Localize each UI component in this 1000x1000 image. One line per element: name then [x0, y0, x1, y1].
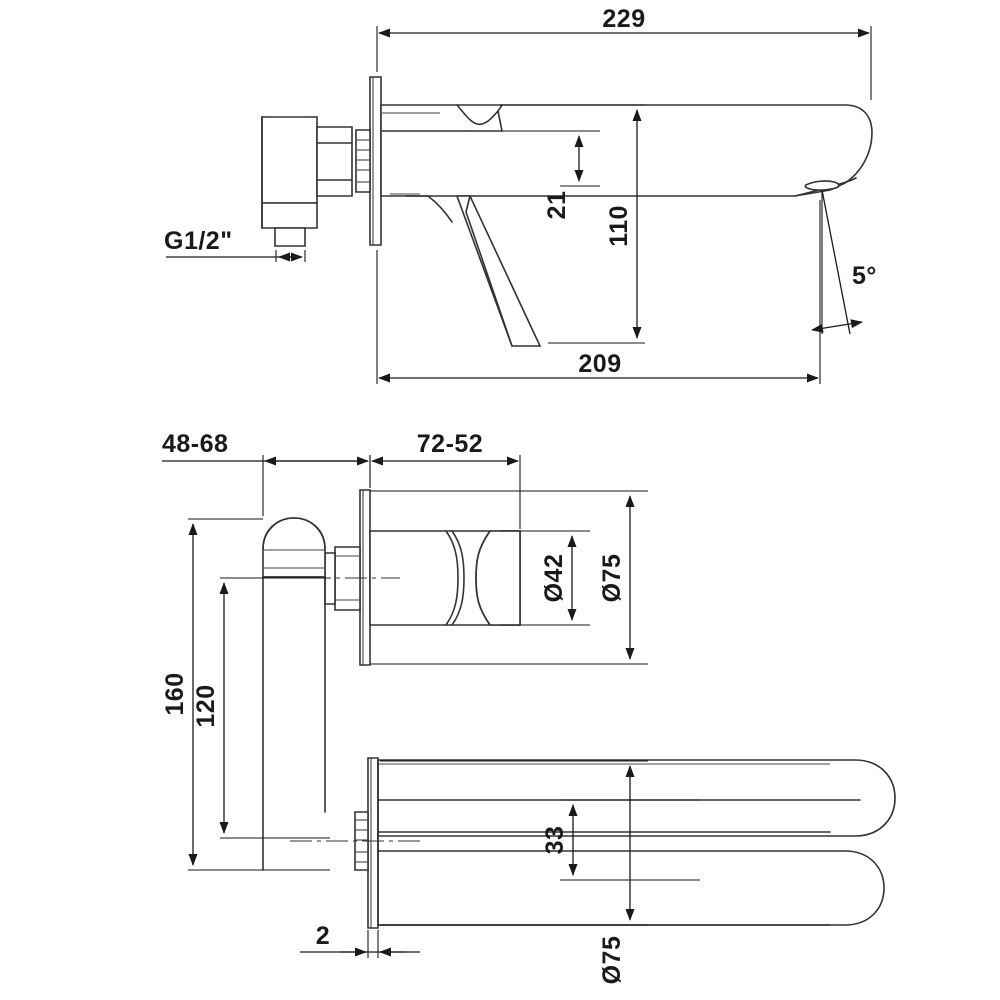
dim-label-d75-spout: Ø75: [598, 936, 626, 985]
dim-label-5deg: 5°: [852, 262, 877, 290]
dim-label-229: 229: [602, 5, 645, 33]
dimension-2: 2: [300, 922, 420, 958]
dimension-d75-spout: Ø75: [380, 760, 648, 985]
dimension-110: 110: [500, 104, 645, 344]
dim-label-160: 160: [161, 672, 189, 715]
handle-inlet-elbow: [262, 517, 326, 871]
dimension-72-52: 72-52: [369, 430, 521, 529]
dimension-209: 209: [376, 200, 821, 384]
plan-view-spout: 33 Ø75 2: [290, 757, 896, 985]
dimension-120: 120: [192, 577, 330, 839]
plan-view-handle: 48-68 72-52 Ø42 Ø75 160: [161, 430, 648, 871]
dimension-g12: G1/2": [164, 227, 306, 262]
concealed-body: [261, 116, 353, 247]
dim-label-33: 33: [541, 826, 569, 855]
dim-label-209: 209: [578, 350, 621, 378]
dim-label-d42: Ø42: [540, 554, 568, 603]
dimension-48-68: 48-68: [162, 430, 371, 516]
spout-shank: [354, 811, 369, 871]
spout-escutcheon-plate: [367, 757, 379, 929]
dim-label-120: 120: [192, 684, 220, 727]
spout-body: [380, 104, 873, 197]
dim-label-110: 110: [605, 205, 633, 247]
wall-escutcheon-plate: [355, 76, 382, 246]
dim-label-72-52: 72-52: [417, 430, 483, 458]
dimension-229: 229: [376, 5, 872, 100]
side-elevation-view: 229 209 110 21 G1/2": [164, 5, 877, 384]
dim-label-21: 21: [543, 191, 571, 220]
handle-cylinder: [369, 530, 521, 626]
dimension-160: 160: [161, 518, 330, 871]
dimension-5deg: 5°: [811, 189, 877, 335]
dimension-21: 21: [502, 130, 600, 220]
dim-label-2: 2: [316, 922, 330, 950]
spout-tube-plan: [377, 759, 896, 926]
dim-label-g12: G1/2": [164, 227, 233, 255]
dimension-d42: Ø42: [500, 530, 590, 626]
dimension-d75-handle: Ø75: [370, 490, 648, 665]
dim-label-d75-handle: Ø75: [598, 554, 626, 603]
dim-label-48-68: 48-68: [162, 430, 228, 458]
lever-handle: [390, 193, 542, 347]
